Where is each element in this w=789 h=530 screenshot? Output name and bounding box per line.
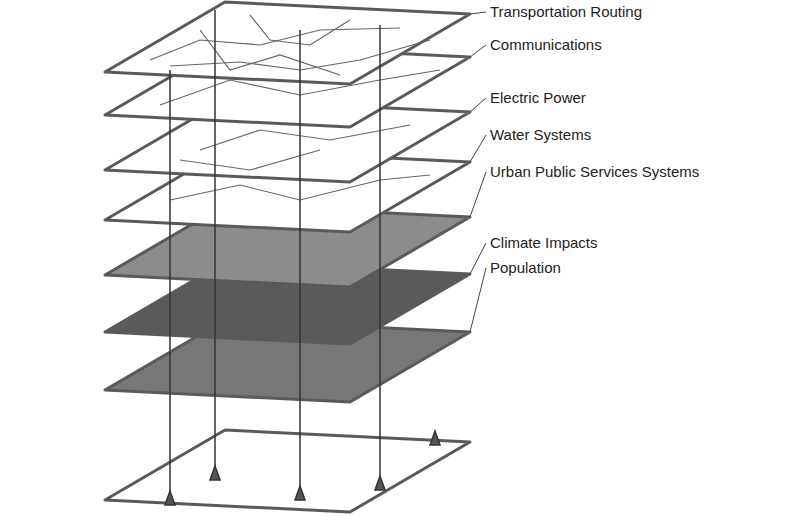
- layer-label: Climate Impacts: [490, 234, 598, 252]
- layer-label: Population: [490, 259, 561, 277]
- layer-label: Urban Public Services Systems: [490, 163, 699, 181]
- layer-label: Transportation Routing: [490, 3, 642, 21]
- layer-label: Electric Power: [490, 89, 586, 107]
- layer-label: Water Systems: [490, 126, 591, 144]
- layer-label: Communications: [490, 36, 602, 54]
